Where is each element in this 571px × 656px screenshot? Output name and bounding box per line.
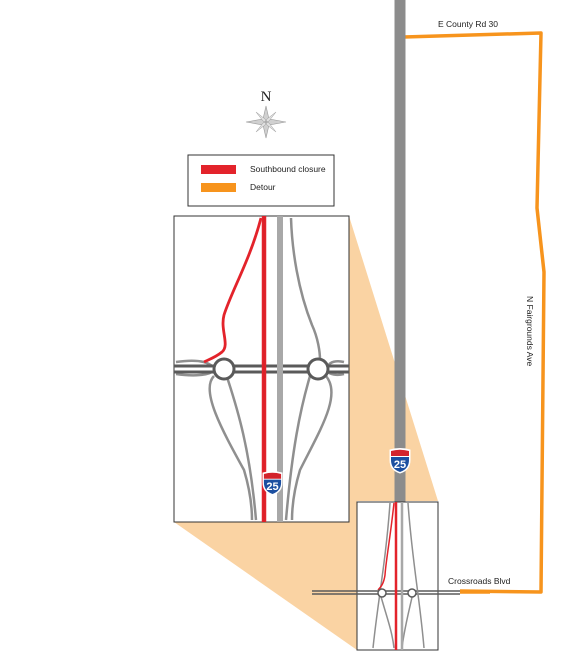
detour-route [403,31,546,594]
legend-item-closure: Southbound closure [201,164,326,174]
legend-swatch-closure [201,165,236,174]
main-map: 25 E County Rd 30 N Fairgrounds Ave Cros… [389,0,546,594]
legend-swatch-detour [201,183,236,192]
enlarged-inset: 25 [173,215,350,523]
svg-text:25: 25 [394,459,406,471]
road-label-east: N Fairgrounds Ave [525,296,535,367]
interstate-shield-inset: 25 [262,471,283,496]
north-label: N [261,89,272,105]
legend-label-closure: Southbound closure [250,164,326,174]
legend-item-detour: Detour [201,182,276,192]
road-label-north: E County Rd 30 [438,19,498,29]
compass-rose: N [245,89,287,139]
compass-star-icon [245,105,287,139]
road-label-south: Crossroads Blvd [448,576,511,586]
svg-text:25: 25 [266,481,278,493]
legend-label-detour: Detour [250,182,276,192]
small-inset [312,501,490,651]
legend: Southbound closure Detour [187,154,335,207]
interstate-shield-main: 25 [389,448,411,474]
